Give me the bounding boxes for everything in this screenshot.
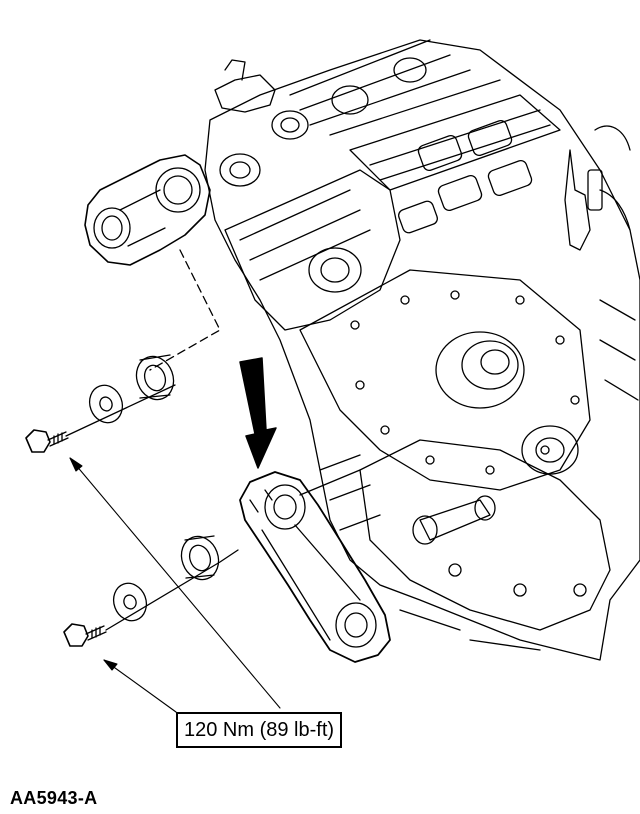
- lower-seal: [180, 535, 220, 581]
- engine-block: [204, 39, 640, 661]
- lower-axis-line: [105, 469, 361, 631]
- lower-guide-arm: [239, 471, 391, 663]
- upper-axis-line: [65, 384, 176, 437]
- lower-bolt-icon: [63, 623, 107, 647]
- torque-spec-callout: 120 Nm (89 lb-ft): [176, 712, 343, 748]
- upper-idler-assembly: [84, 154, 221, 371]
- lower-washer: [112, 582, 148, 622]
- figure-id: AA5943-A: [10, 788, 98, 808]
- down-arrow-icon: [239, 357, 277, 469]
- torque-leader-arrows: [69, 457, 281, 713]
- upper-seal: [135, 354, 175, 401]
- upper-bolt-icon: [25, 429, 69, 453]
- upper-washer: [88, 384, 124, 424]
